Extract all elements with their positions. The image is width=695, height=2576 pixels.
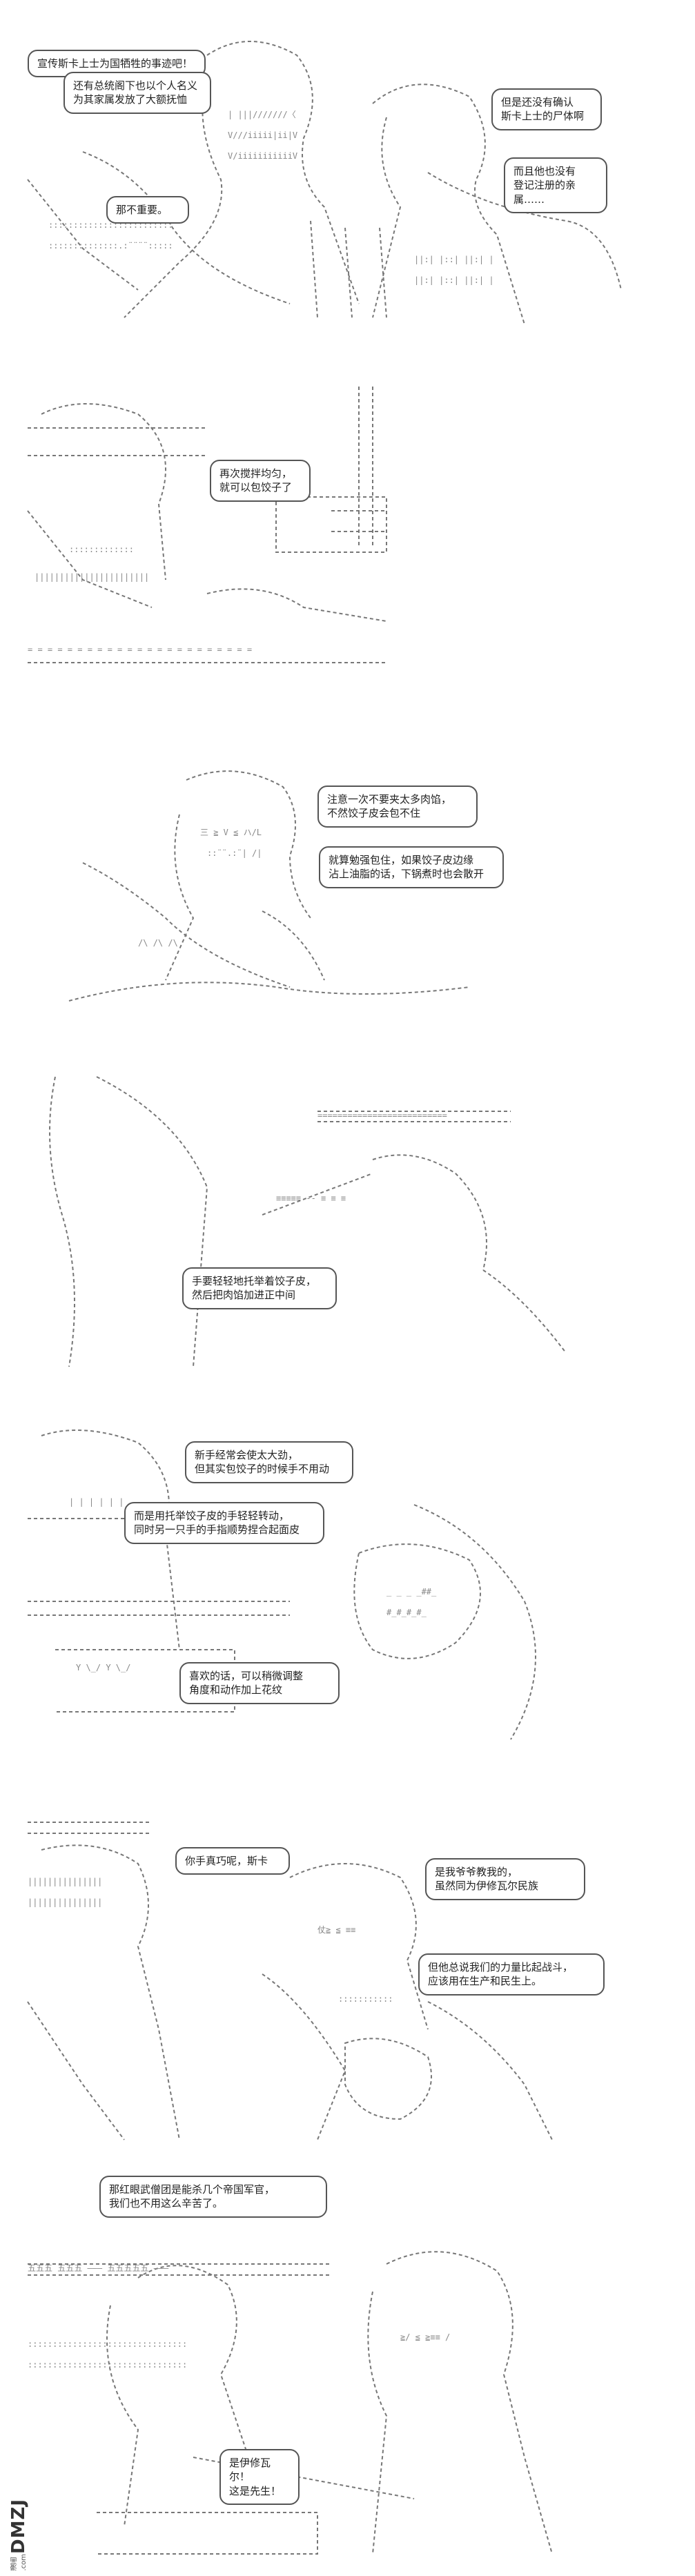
panel-6-artwork: ||||||||||||||| ||||||||||||||| 仗≧ ≦ ≡≡ … [27,1822,553,2140]
svg-text:||:| |::| ||:| |: ||:| |::| ||:| | [414,255,494,264]
svg-text:::::::::::::::::::::::::::::::: :::::::::::::::::::::::::::::::: [28,2339,187,2349]
svg-text:仗≧ ≦ ≡≡: 仗≧ ≦ ≡≡ [317,1925,355,1935]
speech-bubble: 但他总说我们的力量比起战斗， 应该用在生产和民生上。 [418,1953,605,1996]
svg-text:|||||||||||||||: ||||||||||||||| [28,1897,102,1907]
speech-bubble: 而是用托举饺子皮的手轻轻转动， 同时另一只手的手指顺势捏合起面皮 [124,1502,324,1544]
svg-text:|||||||||||||||: ||||||||||||||| [28,1877,102,1886]
speech-bubble: 那红眼武僧团是能杀几个帝国军官， 我们也不用这么辛苦了。 [99,2176,327,2218]
svg-text:V/iiiiiiiiiiiV: V/iiiiiiiiiiiV [228,151,297,161]
speech-bubble: 你手真巧呢，斯卡 [175,1847,290,1875]
svg-text::::::::::::::: ::::::::::::: [69,545,134,554]
comic-panel-5: | | | | | | _ _ _ _##_ #_#_#_#_ Y \_/ Y … [0,1422,695,1781]
speech-bubble: 是我爷爷教我的， 虽然同为伊修瓦尔民族 [425,1858,585,1900]
panel-2-artwork: ||||||||||||||||||||||| ::::::::::::: = … [27,387,387,663]
svg-text:Y \_/ Y \_/: Y \_/ Y \_/ [76,1663,130,1672]
speech-bubble: 注意一次不要夹太多肉馅， 不然饺子皮会包不住 [317,786,478,828]
svg-text:= = = = = = = = = = = = = = =: = = = = = = = = = = = = = = = = = = = = … [28,645,252,654]
comic-panel-6: ||||||||||||||| ||||||||||||||| 仗≧ ≦ ≡≡ … [0,1795,695,2154]
svg-text:::::::::::::::.:¨¨¨¨:::::: ::::::::::::::.:¨¨¨¨::::: [48,241,173,251]
svg-text:≧/ ≦ ≧≡≡ /: ≧/ ≦ ≧≡≡ / [400,2332,450,2342]
svg-text:||:| |::| ||:| |: ||:| |::| ||:| | [414,275,494,285]
panel-4-artwork: ========================== ≡≡≡≡≡ -- ≡ ≡ … [49,1076,567,1367]
svg-text:五五五 五五五 ——— 五五五五五 ———: 五五五 五五五 ——— 五五五五五 ——— [28,2263,169,2273]
speech-bubble: 是伊修瓦尔！ 这是先生！ [219,2449,300,2505]
svg-text:≡≡≡≡≡ -- ≡ ≡ ≡: ≡≡≡≡≡ -- ≡ ≡ ≡ [276,1193,346,1203]
comic-panel-3: 三 ≧ V ≦ ハ/L ::¨¨.:¨| /| /\ /\ /\ 注意一次不要夹… [0,739,695,1049]
svg-text:/\ /\ /\: /\ /\ /\ [138,938,178,948]
comic-panel-2: ||||||||||||||||||||||| ::::::::::::: = … [0,373,695,683]
svg-text:|||||||||||||||||||||||: ||||||||||||||||||||||| [35,572,149,582]
svg-text:#_#_#_#_: #_#_#_#_ [386,1608,427,1617]
comic-panel-4: ========================== ≡≡≡≡≡ -- ≡ ≡ … [0,1063,695,1374]
svg-text:| |||///////〈: | |||///////〈 [228,110,296,119]
speech-bubble: 就算勉强包住，如果饺子皮边缘 沾上油脂的话，下锅煮时也会散开 [319,846,504,888]
speech-bubble: 新手经常会使太大劲， 但其实包饺子的时候手不用动 [185,1441,353,1483]
speech-bubble: 手要轻轻地托举着饺子皮， 然后把肉馅加进正中间 [182,1267,337,1309]
speech-bubble: 再次搅拌均匀， 就可以包饺子了 [210,460,311,502]
speech-bubble: 还有总统阁下也以个人名义 为其家属发放了大额抚恤 [63,72,211,114]
panel-7-artwork: 五五五 五五五 ——— 五五五五五 ——— ::::::::::::::::::… [28,2251,553,2555]
panel-3-artwork: 三 ≧ V ≦ ハ/L ::¨¨.:¨| /| /\ /\ /\ [68,770,470,1002]
svg-text:三 ≧ V ≦ ハ/L: 三 ≧ V ≦ ハ/L [200,828,262,837]
comic-panel-1: | |||///////〈 V///iiiii|ii|V V/iiiiiiiii… [0,0,695,345]
speech-bubble: 喜欢的话，可以稍微调整 角度和动作加上花纹 [179,1662,340,1704]
watermark-sub: 漫画 .com [11,2553,28,2571]
comic-panel-7: 五五五 五五五 ——— 五五五五五 ——— ::::::::::::::::::… [0,2167,695,2576]
svg-text:| | | | | |: | | | | | | [69,1497,124,1507]
svg-text::::::::::::: ::::::::::: [338,1994,393,2004]
svg-text:::¨¨.:¨| /|: ::¨¨.:¨| /| [207,848,262,858]
watermark-logo: DMZJ 漫画 .com [4,2498,33,2571]
svg-text:V///iiiii|ii|V: V///iiiii|ii|V [228,130,297,140]
speech-bubble: 那不重要。 [106,196,189,224]
watermark-mark: DMZJ [8,2498,29,2554]
speech-bubble: 但是还没有确认 斯卡上士的尸体啊 [491,88,602,130]
svg-text:_ _ _ _##_: _ _ _ _##_ [386,1587,437,1597]
svg-text:==========================: ========================== [317,1111,447,1120]
svg-text:::::::::::::::::::::::::::::::: :::::::::::::::::::::::::::::::: [28,2360,187,2370]
speech-bubble: 而且他也没有 登记注册的亲属…… [504,157,607,213]
